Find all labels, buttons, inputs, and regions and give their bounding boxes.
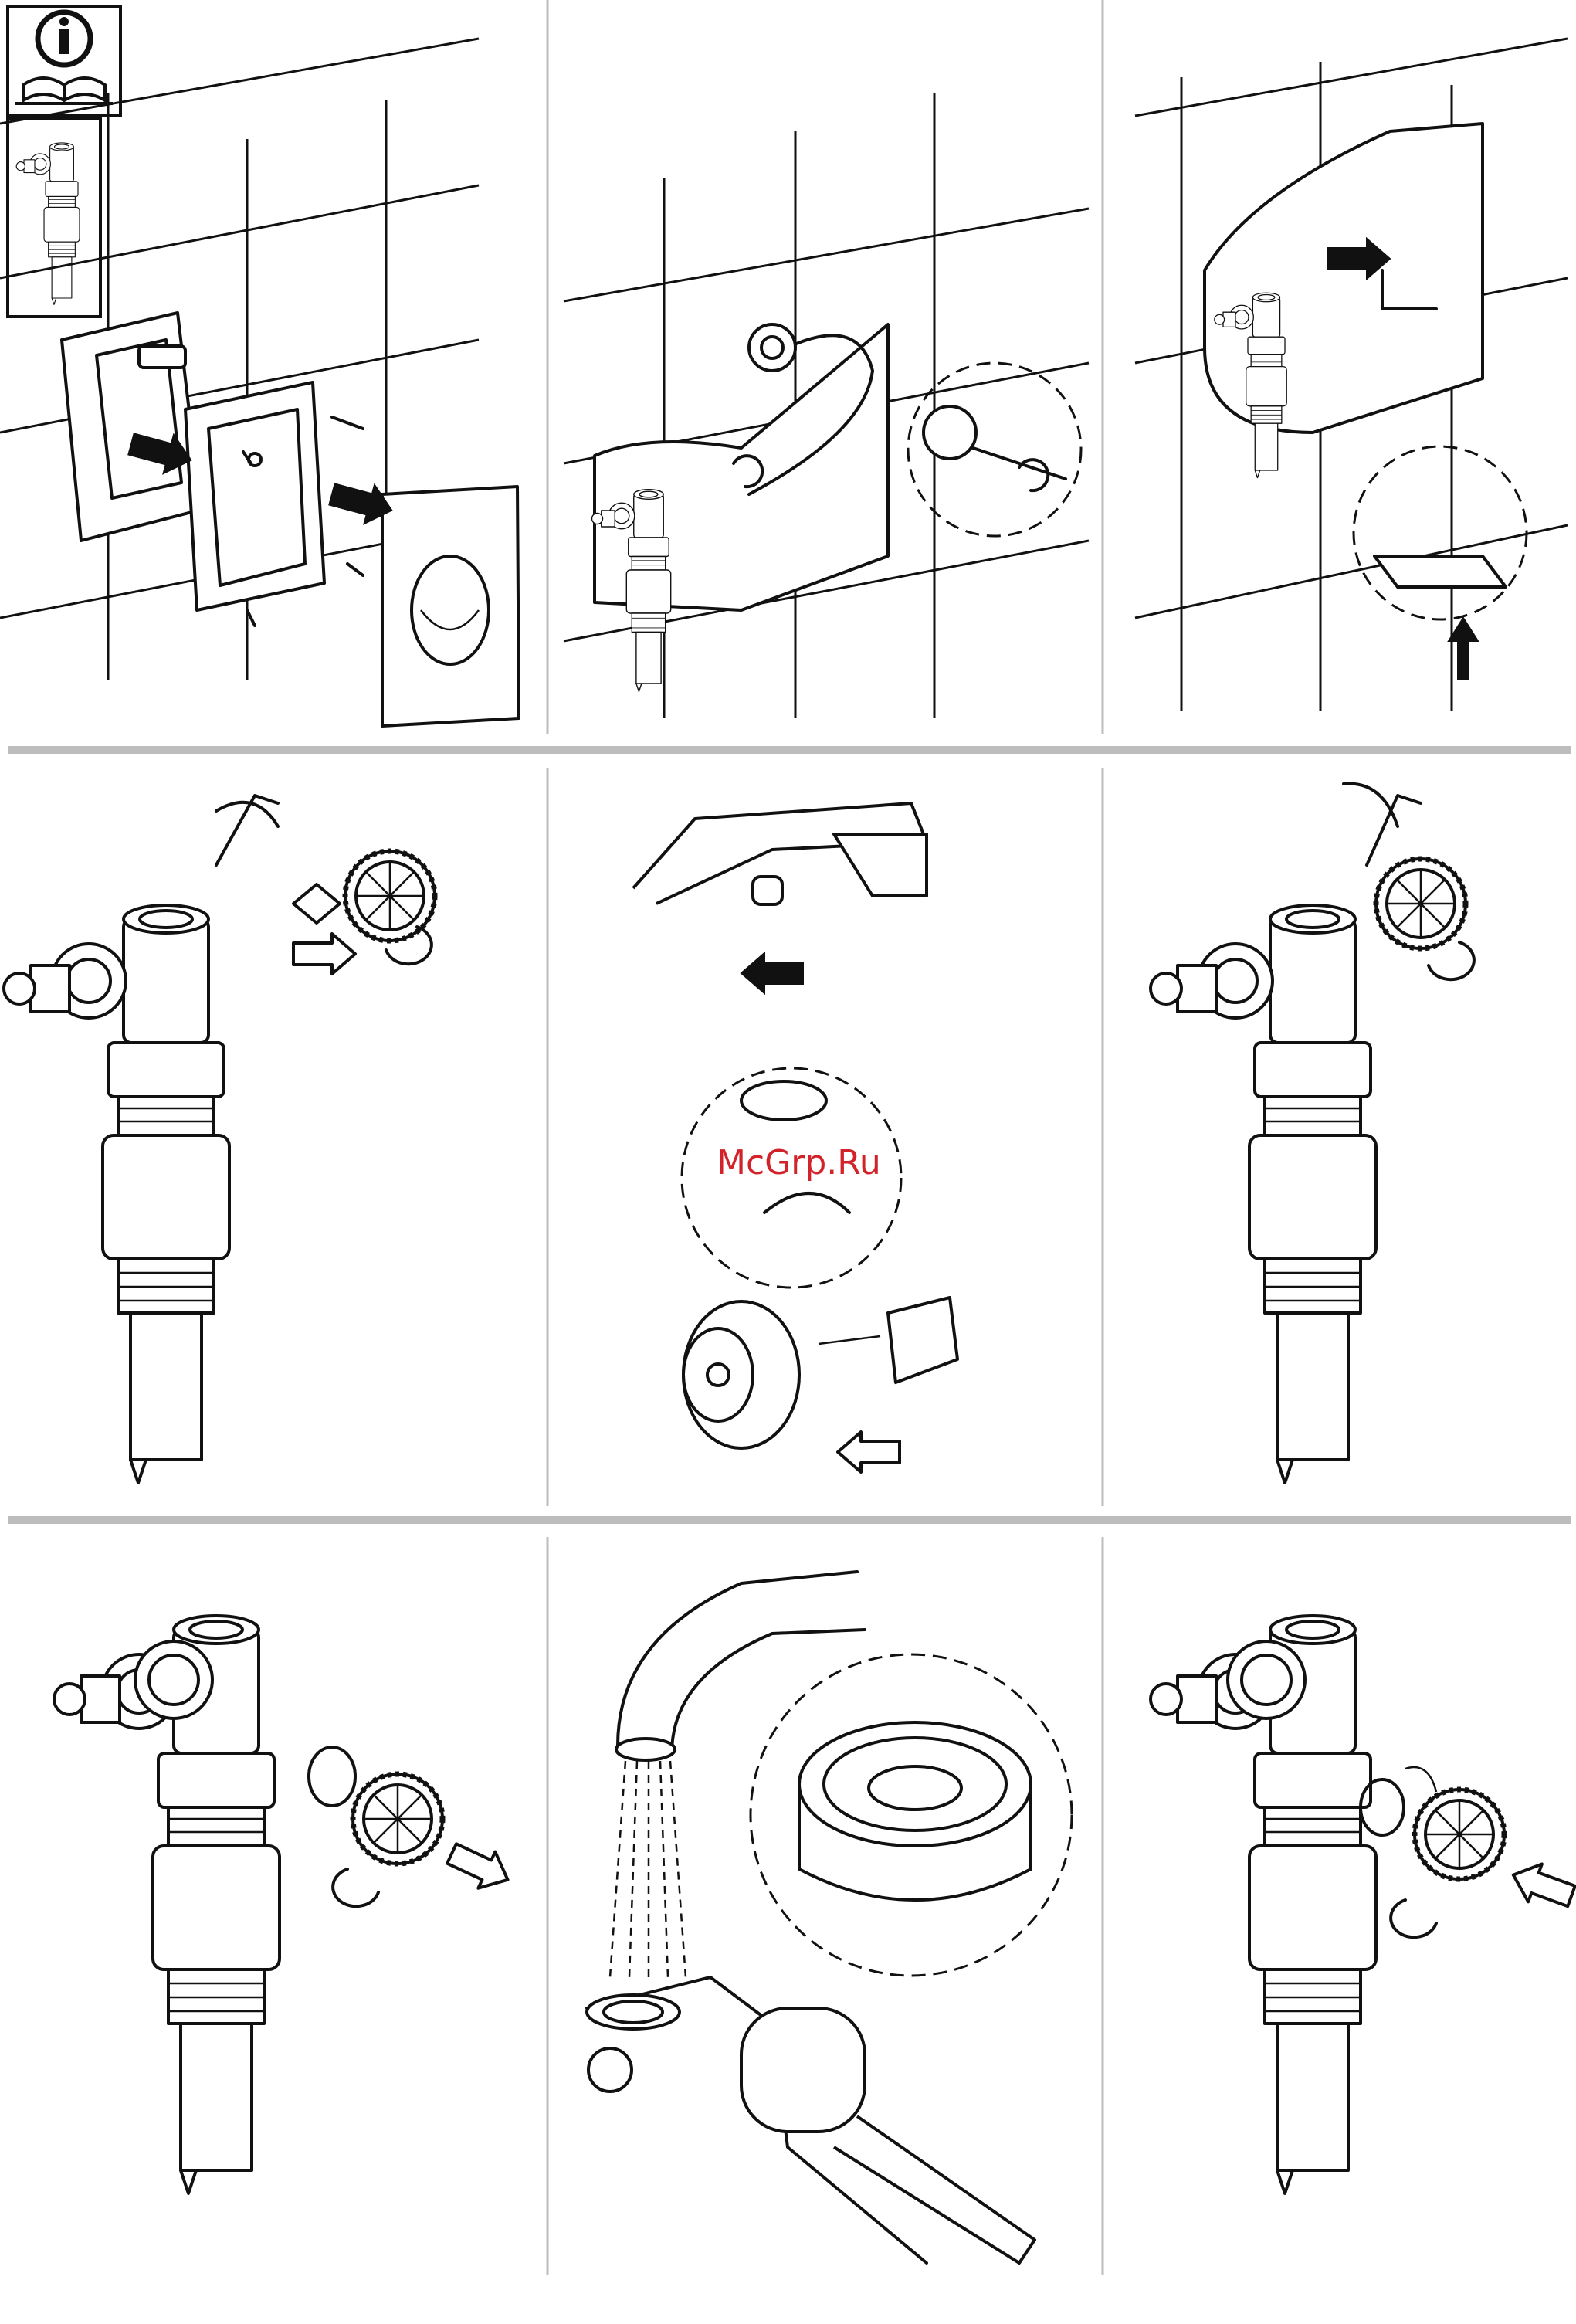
panel-2-illustration	[564, 93, 1089, 718]
panel-9-illustration	[1151, 1616, 1576, 2193]
panel-8-illustration	[587, 1572, 1072, 2263]
fill-valve-thumbnail	[8, 119, 100, 317]
row-divider	[8, 746, 1571, 754]
panel-3-illustration	[1135, 39, 1568, 711]
watermark-text: McGrp.Ru	[717, 1143, 881, 1182]
panel-5-illustration: McGrp.Ru	[633, 803, 957, 1472]
panel-4-illustration	[4, 796, 435, 1483]
panel-6-illustration	[1151, 784, 1474, 1483]
info-book-icon	[8, 6, 120, 116]
panel-7-illustration	[54, 1616, 516, 2193]
row-divider	[8, 1516, 1571, 1524]
